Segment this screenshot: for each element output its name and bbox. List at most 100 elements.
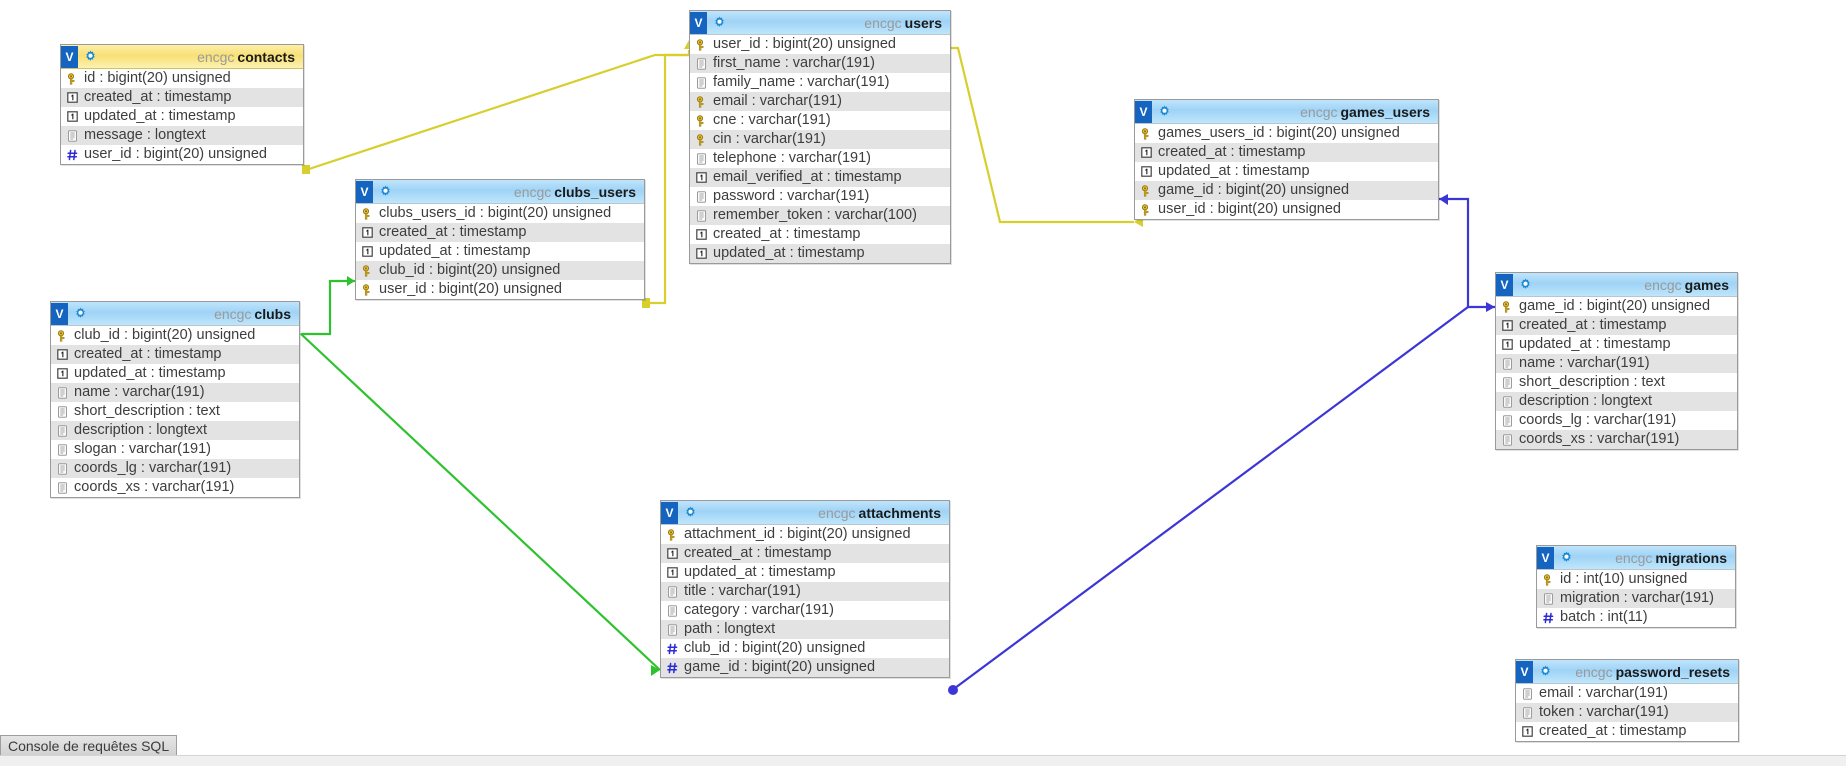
relation-attachments-games xyxy=(948,306,1469,695)
column-row[interactable]: updated_at : timestamp xyxy=(356,242,644,261)
column-row[interactable]: first_name : varchar(191) xyxy=(690,54,950,73)
number-column-icon xyxy=(665,662,680,674)
column-row[interactable]: created_at : timestamp xyxy=(1496,316,1737,335)
column-row[interactable]: games_users_id : bigint(20) unsigned xyxy=(1135,124,1438,143)
date-column-icon xyxy=(1139,147,1154,158)
column-row[interactable]: club_id : bigint(20) unsigned xyxy=(661,639,949,658)
column-row[interactable]: created_at : timestamp xyxy=(661,544,949,563)
gear-icon[interactable] xyxy=(1557,551,1575,564)
column-row[interactable]: batch : int(11) xyxy=(1537,608,1735,627)
date-column-icon xyxy=(360,227,375,238)
column-row[interactable]: user_id : bigint(20) unsigned xyxy=(1135,200,1438,219)
column-row[interactable]: description : longtext xyxy=(51,421,299,440)
column-row[interactable]: name : varchar(191) xyxy=(51,383,299,402)
column-row[interactable]: cne : varchar(191) xyxy=(690,111,950,130)
column-row[interactable]: coords_xs : varchar(191) xyxy=(51,478,299,497)
column-row[interactable]: remember_token : varchar(100) xyxy=(690,206,950,225)
sql-console-statusbar[interactable]: Console de requêtes SQL xyxy=(0,735,178,756)
column-row[interactable]: clubs_users_id : bigint(20) unsigned xyxy=(356,204,644,223)
column-row[interactable]: user_id : bigint(20) unsigned xyxy=(690,35,950,54)
column-label: cin : varchar(191) xyxy=(713,131,826,147)
gear-icon[interactable] xyxy=(710,16,728,29)
column-row[interactable]: family_name : varchar(191) xyxy=(690,73,950,92)
column-row[interactable]: title : varchar(191) xyxy=(661,582,949,601)
column-row[interactable]: description : longtext xyxy=(1496,392,1737,411)
column-row[interactable]: created_at : timestamp xyxy=(61,88,303,107)
column-row[interactable]: created_at : timestamp xyxy=(1516,722,1738,741)
column-row[interactable]: updated_at : timestamp xyxy=(61,107,303,126)
column-row[interactable]: id : bigint(20) unsigned xyxy=(61,69,303,88)
column-row[interactable]: telephone : varchar(191) xyxy=(690,149,950,168)
column-label: created_at : timestamp xyxy=(1519,317,1667,333)
column-label: attachment_id : bigint(20) unsigned xyxy=(684,526,911,542)
column-row[interactable]: short_description : text xyxy=(51,402,299,421)
column-row[interactable]: coords_lg : varchar(191) xyxy=(1496,411,1737,430)
gear-icon[interactable] xyxy=(71,307,89,320)
column-row[interactable]: updated_at : timestamp xyxy=(1496,335,1737,354)
column-row[interactable]: id : int(10) unsigned xyxy=(1537,570,1735,589)
gear-icon[interactable] xyxy=(681,506,699,519)
column-row[interactable]: email : varchar(191) xyxy=(1516,684,1738,703)
column-row[interactable]: email : varchar(191) xyxy=(690,92,950,111)
column-row[interactable]: game_id : bigint(20) unsigned xyxy=(1135,181,1438,200)
bottom-strip xyxy=(0,755,1846,766)
column-row[interactable]: created_at : timestamp xyxy=(690,225,950,244)
column-row[interactable]: slogan : varchar(191) xyxy=(51,440,299,459)
column-row[interactable]: updated_at : timestamp xyxy=(690,244,950,263)
column-row[interactable]: game_id : bigint(20) unsigned xyxy=(1496,297,1737,316)
column-row[interactable]: short_description : text xyxy=(1496,373,1737,392)
column-row[interactable]: updated_at : timestamp xyxy=(661,563,949,582)
column-row[interactable]: category : varchar(191) xyxy=(661,601,949,620)
column-row[interactable]: club_id : bigint(20) unsigned xyxy=(51,326,299,345)
column-row[interactable]: created_at : timestamp xyxy=(1135,143,1438,162)
column-row[interactable]: user_id : bigint(20) unsigned xyxy=(61,145,303,164)
column-row[interactable]: game_id : bigint(20) unsigned xyxy=(661,658,949,677)
gear-icon[interactable] xyxy=(376,185,394,198)
date-column-icon xyxy=(665,548,680,559)
column-row[interactable]: token : varchar(191) xyxy=(1516,703,1738,722)
column-row[interactable]: club_id : bigint(20) unsigned xyxy=(356,261,644,280)
column-label: user_id : bigint(20) unsigned xyxy=(713,36,896,52)
gear-icon[interactable] xyxy=(1516,278,1534,291)
column-row[interactable]: message : longtext xyxy=(61,126,303,145)
column-row[interactable]: password : varchar(191) xyxy=(690,187,950,206)
column-row[interactable]: email_verified_at : timestamp xyxy=(690,168,950,187)
gear-icon[interactable] xyxy=(1536,665,1554,678)
column-row[interactable]: coords_xs : varchar(191) xyxy=(1496,430,1737,449)
column-row[interactable]: updated_at : timestamp xyxy=(51,364,299,383)
gear-icon[interactable] xyxy=(81,50,99,63)
column-row[interactable]: updated_at : timestamp xyxy=(1135,162,1438,181)
column-row[interactable]: attachment_id : bigint(20) unsigned xyxy=(661,525,949,544)
column-row[interactable]: user_id : bigint(20) unsigned xyxy=(356,280,644,299)
column-label: id : bigint(20) unsigned xyxy=(84,70,231,86)
column-row[interactable]: name : varchar(191) xyxy=(1496,354,1737,373)
column-row[interactable]: created_at : timestamp xyxy=(51,345,299,364)
column-row[interactable]: created_at : timestamp xyxy=(356,223,644,242)
column-row[interactable]: path : longtext xyxy=(661,620,949,639)
column-row[interactable]: cin : varchar(191) xyxy=(690,130,950,149)
gear-icon[interactable] xyxy=(1155,105,1173,118)
column-row[interactable]: coords_lg : varchar(191) xyxy=(51,459,299,478)
column-row[interactable]: migration : varchar(191) xyxy=(1537,589,1735,608)
